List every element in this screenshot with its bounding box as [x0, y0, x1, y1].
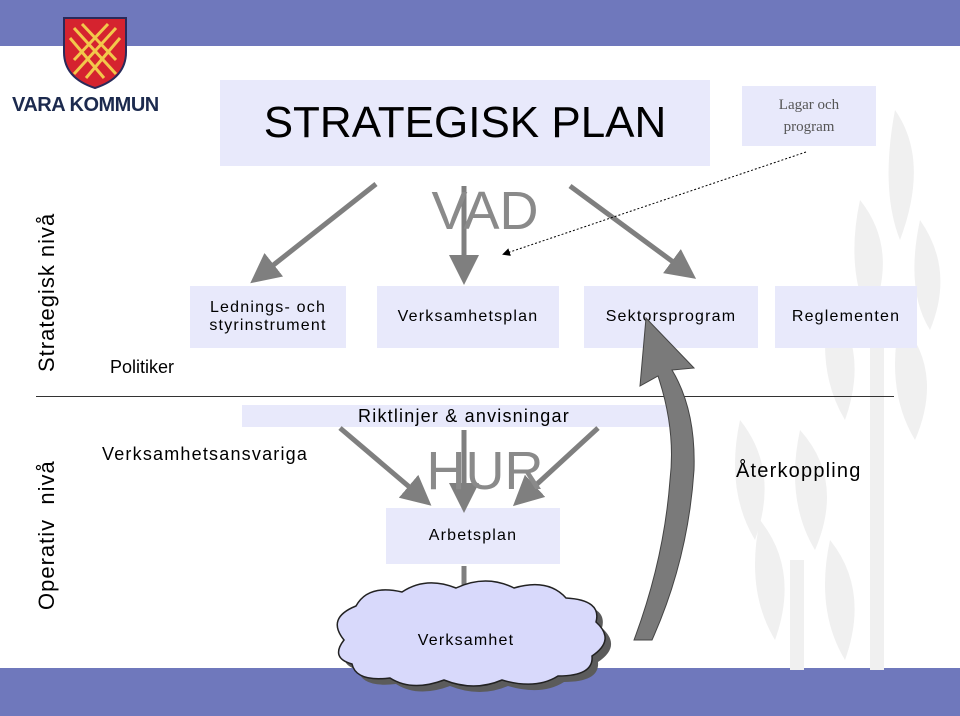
ledning-line-1: Lednings- och [209, 299, 327, 316]
arrow-riktlinjer-right [512, 426, 600, 507]
strategic-level-label: Strategisk nivå [34, 212, 59, 372]
politiker-label: Politiker [110, 357, 175, 377]
vad-label: VAD [431, 181, 539, 241]
verksamhet-label: Verksamhet [417, 632, 515, 649]
lagar-line-2: program [783, 119, 835, 135]
riktlinjer-box: Riktlinjer & anvisningar [242, 405, 686, 427]
arrow-to-sektorsprogram [568, 183, 697, 279]
arrow-to-ledning [250, 182, 378, 284]
vara-kommun-shield-logo [63, 17, 127, 90]
ledning-box: Lednings- och styrinstrument [190, 286, 346, 348]
top-band [0, 0, 960, 46]
arbetsplan-box: Arbetsplan [386, 508, 560, 564]
strategic-arrows [250, 182, 697, 637]
verksamhetsansvariga-label: Verksamhetsansvariga [102, 444, 309, 464]
org-name: VARA KOMMUN [12, 94, 159, 116]
hur-label: HUR [426, 441, 544, 501]
verksamhetsplan-box: Verksamhetsplan [377, 286, 559, 348]
lagar-och-program-box: Lagar och program [742, 86, 876, 146]
level-divider [36, 396, 894, 397]
operative-level-label: Operativ nivå [34, 460, 59, 610]
verksamhet-cloud [336, 580, 612, 692]
page-title: STRATEGISK PLAN [220, 80, 710, 166]
lagar-line-1: Lagar och [778, 97, 840, 113]
aterkoppling-label: Återkoppling [736, 460, 862, 482]
dotted-arrow-lagar [502, 151, 807, 256]
feedback-arrow [633, 316, 696, 641]
arrow-riktlinjer-left [338, 426, 432, 506]
reglementen-box: Reglementen [775, 286, 917, 348]
ledning-line-2: styrinstrument [209, 317, 327, 334]
sektorsprogram-box: Sektorsprogram [584, 286, 758, 348]
